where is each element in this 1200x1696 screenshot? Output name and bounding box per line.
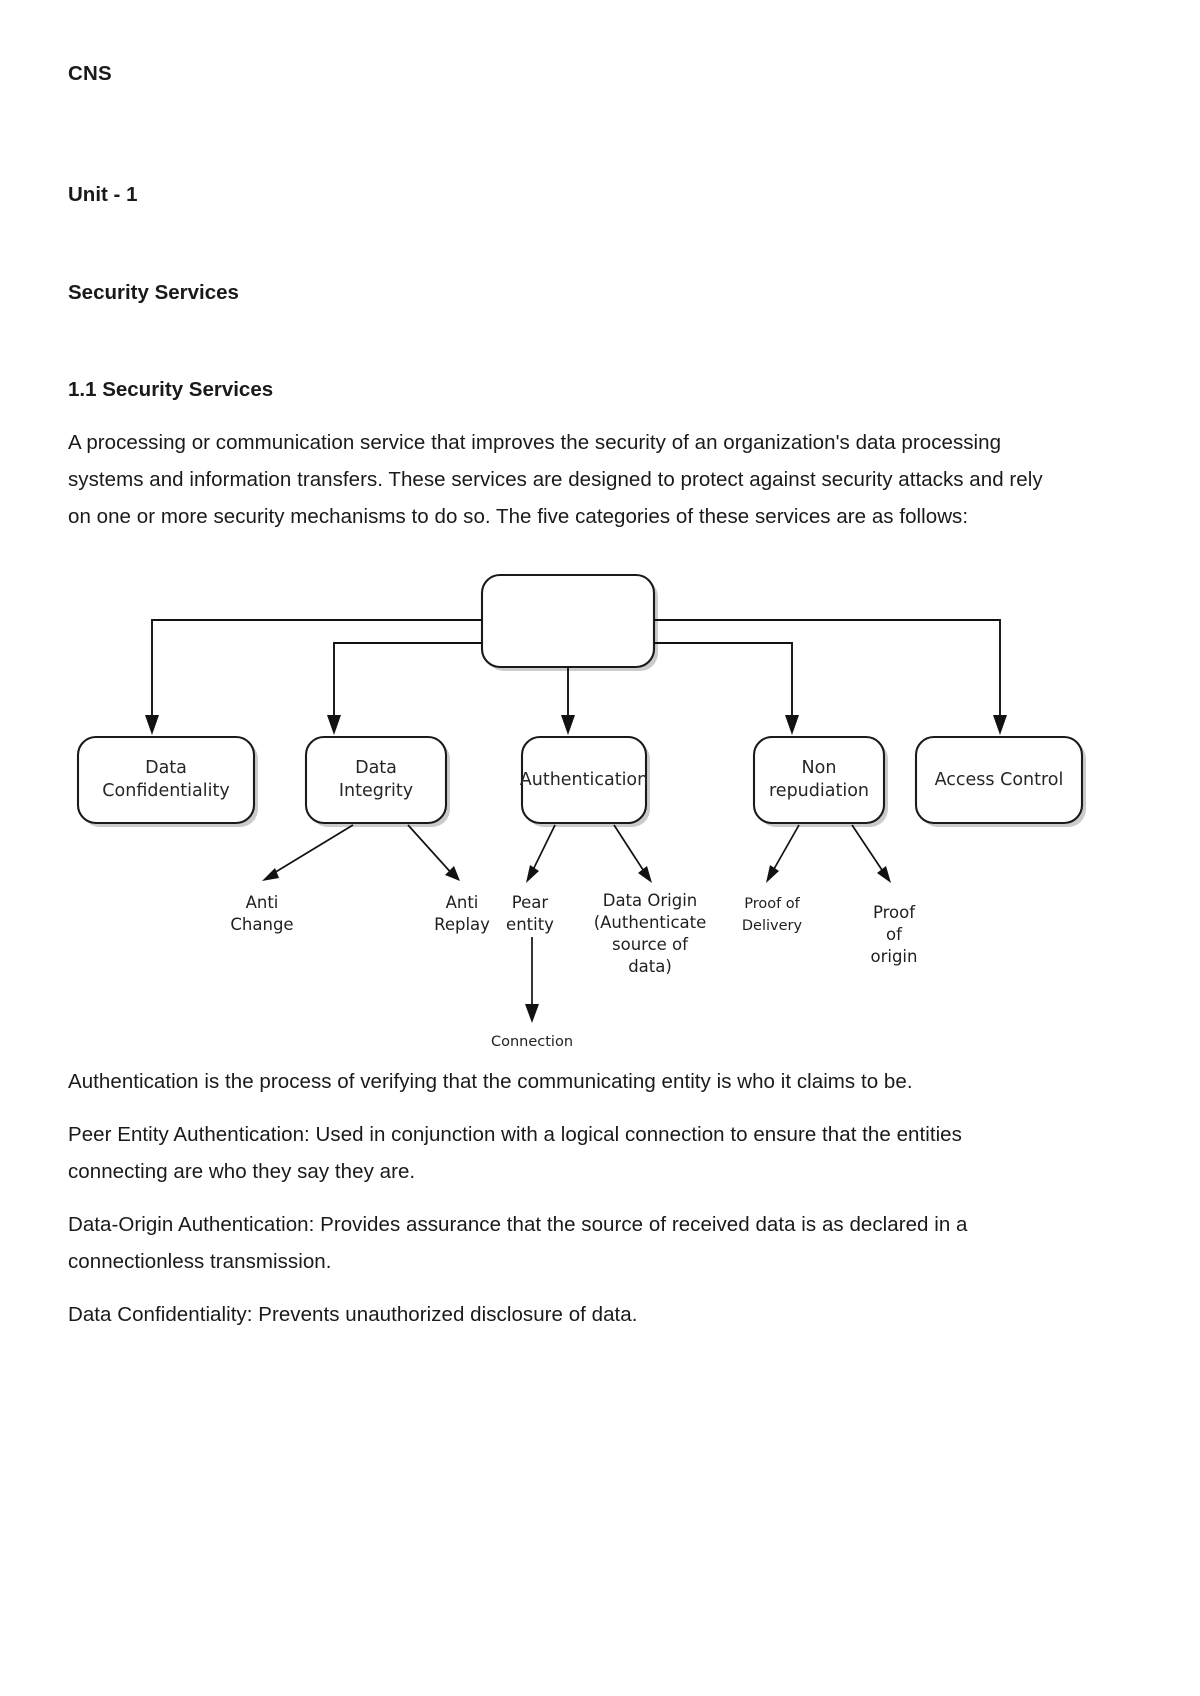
diagram-leaf-pear-entity: Pear entity (506, 893, 554, 934)
leaf-label-line2: Replay (434, 915, 490, 934)
arrowhead (993, 715, 1007, 736)
diagram-root-node (480, 574, 658, 672)
arrowhead (327, 715, 341, 736)
node-label-line1: Data (355, 758, 397, 778)
spacer (68, 402, 1130, 424)
diagram-leaf-proof-of-delivery: Proof of Delivery (742, 896, 803, 934)
node-label-line2: repudiation (769, 781, 869, 801)
node-label-line1: Access Control (935, 770, 1064, 790)
arrowhead (638, 866, 652, 884)
node-label-line2: Confidentiality (102, 781, 229, 801)
diagram-leaf-anti-replay: Anti Replay (434, 893, 490, 934)
paragraph-data-origin-authentication: Data-Origin Authentication: Provides ass… (68, 1213, 968, 1274)
spacer (68, 207, 1130, 281)
security-services-diagram: Data Confidentiality Data Integrity Auth… (62, 563, 1126, 1063)
leaf-label-line2: entity (506, 915, 554, 934)
unit-heading: Unit - 1 (68, 182, 138, 206)
diagram-node-authentication: Authentication (520, 736, 650, 828)
leaf-label-line3: origin (871, 947, 918, 966)
diagram-node-non-repudiation: Non repudiation (752, 736, 888, 828)
arrowhead (525, 1004, 539, 1024)
leaf-label-line2: Delivery (742, 918, 803, 934)
leaf-label-line2: of (886, 925, 903, 944)
arrowhead (445, 866, 460, 882)
leaf-label-line2: Change (230, 915, 293, 934)
node-label-line2: Integrity (339, 781, 413, 801)
leaf-label-line1: Proof of (744, 896, 800, 912)
spacer (68, 306, 1130, 378)
leaf-label-line3: source of (612, 935, 689, 954)
arrowhead (561, 715, 575, 736)
node-label-line1: Authentication (520, 770, 648, 790)
section-heading: Security Services (68, 281, 239, 305)
arrowhead (526, 865, 539, 884)
diagram-node-data-integrity: Data Integrity (304, 736, 450, 828)
leaf-label-line1: Anti (246, 893, 279, 912)
spacer (68, 1100, 1130, 1116)
diagram-leaf-connection: Connection (491, 1034, 573, 1050)
document-title: CNS (68, 62, 112, 85)
leaf-label-line4: data) (628, 957, 672, 976)
paragraph-data-confidentiality: Data Confidentiality: Prevents unauthori… (68, 1303, 638, 1327)
leaf-label-line1: Anti (446, 893, 479, 912)
arrowhead (877, 866, 891, 884)
arrowhead (766, 865, 779, 884)
node-label-line1: Non (802, 758, 837, 778)
node-label-line1: Data (145, 758, 187, 778)
leaf-label-line1: Proof (873, 903, 916, 922)
diagram-node-access-control: Access Control (914, 736, 1086, 828)
diagram-leaf-data-origin: Data Origin (Authenticate source of data… (594, 891, 707, 976)
paragraph-peer-entity-authentication: Peer Entity Authentication: Used in conj… (68, 1123, 962, 1184)
arrowhead (145, 715, 159, 736)
spacer (68, 1190, 1130, 1206)
diagram-leaf-proof-of-origin: Proof of origin (871, 903, 918, 966)
subsection-heading: 1.1 Security Services (68, 377, 274, 401)
diagram-node-data-confidentiality: Data Confidentiality (76, 736, 258, 828)
leaf-label-line2: (Authenticate (594, 913, 707, 932)
spacer (68, 1280, 1130, 1296)
leaf-label-line1: Data Origin (603, 891, 698, 910)
arrowhead (262, 868, 279, 882)
arrowhead (785, 715, 799, 736)
leaf-label-line1: Pear (512, 893, 549, 912)
paragraph-authentication: Authentication is the process of verifyi… (68, 1070, 913, 1094)
intro-paragraph: A processing or communication service th… (68, 431, 1043, 529)
spacer (68, 87, 1130, 183)
diagram-leaf-anti-change: Anti Change (230, 893, 293, 934)
